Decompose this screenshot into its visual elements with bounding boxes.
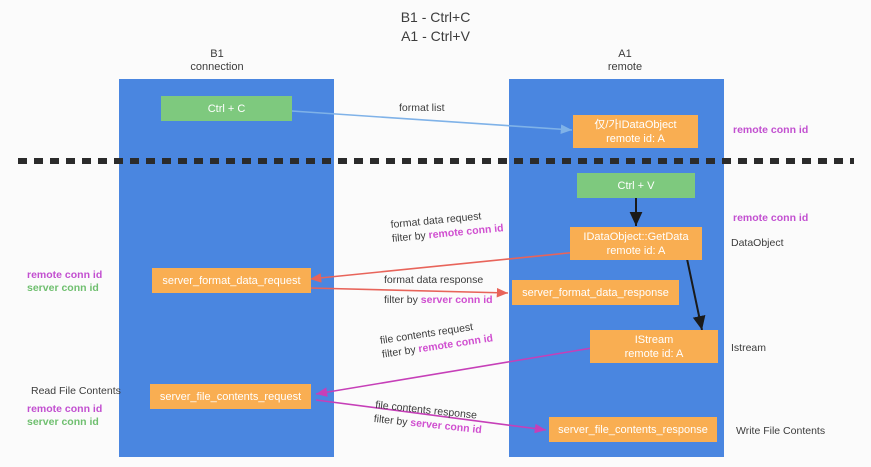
node-server-file-contents-request-label: server_file_contents_request — [159, 390, 302, 403]
node-ctrl-c[interactable]: Ctrl + C — [161, 96, 292, 121]
section-divider — [18, 158, 854, 164]
node-istream-line1: IStream — [634, 333, 674, 346]
edge-label-format-data-request: format data request filter by remote con… — [390, 207, 504, 246]
annotation-left-read-file-contents: Read File Contents — [31, 385, 121, 397]
edge-label-format-data-response-line1: format data response — [384, 274, 484, 286]
annotation-left-remote-conn-id-bottom: remote conn id — [27, 403, 103, 415]
annotation-right-dataobject: DataObject — [731, 237, 784, 249]
edge-label-file-contents-response: file contents response filter by server … — [373, 398, 484, 437]
node-server-format-data-request-label: server_format_data_request — [162, 274, 301, 287]
annotation-left-server-conn-id-mid: server conn id — [27, 282, 99, 294]
edge-label-format-data-response: format data response filter by server co… — [384, 273, 493, 307]
node-getdata[interactable]: IDataObject::GetData remote id: A — [570, 227, 702, 260]
edge-label-file-contents-request: file contents request filter by remote c… — [379, 317, 494, 361]
edge-label-format-data-response-filter: filter by server conn id — [384, 293, 493, 307]
node-getdata-line1: IDataObject::GetData — [583, 230, 689, 243]
node-ctrl-v[interactable]: Ctrl + V — [577, 173, 695, 198]
lane-header-b1: B1 connection — [190, 48, 244, 73]
node-istream-line2: remote id: A — [624, 347, 684, 360]
annotation-right-write-file-contents: Write File Contents — [736, 425, 826, 437]
filter-prefix: filter by — [384, 294, 421, 306]
filter-prefix: filter by — [391, 229, 430, 245]
edge-label-format-list: format list — [399, 102, 445, 114]
node-istream[interactable]: IStream remote id: A — [590, 330, 718, 363]
node-idataobject-line2: remote id: A — [606, 132, 665, 145]
lane-header-a1: A1 remote — [607, 48, 643, 73]
node-server-file-contents-response[interactable]: server_file_contents_response — [549, 417, 717, 442]
node-server-file-contents-request[interactable]: server_file_contents_request — [150, 384, 311, 409]
annotation-left-server-conn-id-bottom: server conn id — [27, 416, 99, 428]
annotation-right-remote-conn-id-mid: remote conn id — [733, 212, 809, 224]
annotation-left-remote-conn-id-mid: remote conn id — [27, 269, 103, 281]
filter-prefix: filter by — [373, 412, 411, 429]
node-ctrl-v-label: Ctrl + V — [617, 179, 655, 192]
node-server-file-contents-response-label: server_file_contents_response — [558, 423, 708, 436]
node-server-format-data-response-label: server_format_data_response — [522, 286, 669, 299]
node-getdata-line2: remote id: A — [606, 244, 666, 257]
annotation-right-istream: Istream — [731, 342, 767, 354]
diagram-title: B1 - Ctrl+C A1 - Ctrl+V — [400, 9, 471, 44]
node-idataobject-line1: 仅/가IDataObject — [594, 118, 677, 131]
node-server-format-data-response[interactable]: server_format_data_response — [512, 280, 679, 305]
filter-value-server-conn-id: server conn id — [420, 294, 493, 306]
annotation-right-remote-conn-id-top: remote conn id — [733, 124, 809, 136]
node-ctrl-c-label: Ctrl + C — [207, 102, 246, 115]
filter-prefix: filter by — [381, 343, 420, 361]
node-idataobject[interactable]: 仅/가IDataObject remote id: A — [573, 115, 698, 148]
node-server-format-data-request[interactable]: server_format_data_request — [152, 268, 311, 293]
